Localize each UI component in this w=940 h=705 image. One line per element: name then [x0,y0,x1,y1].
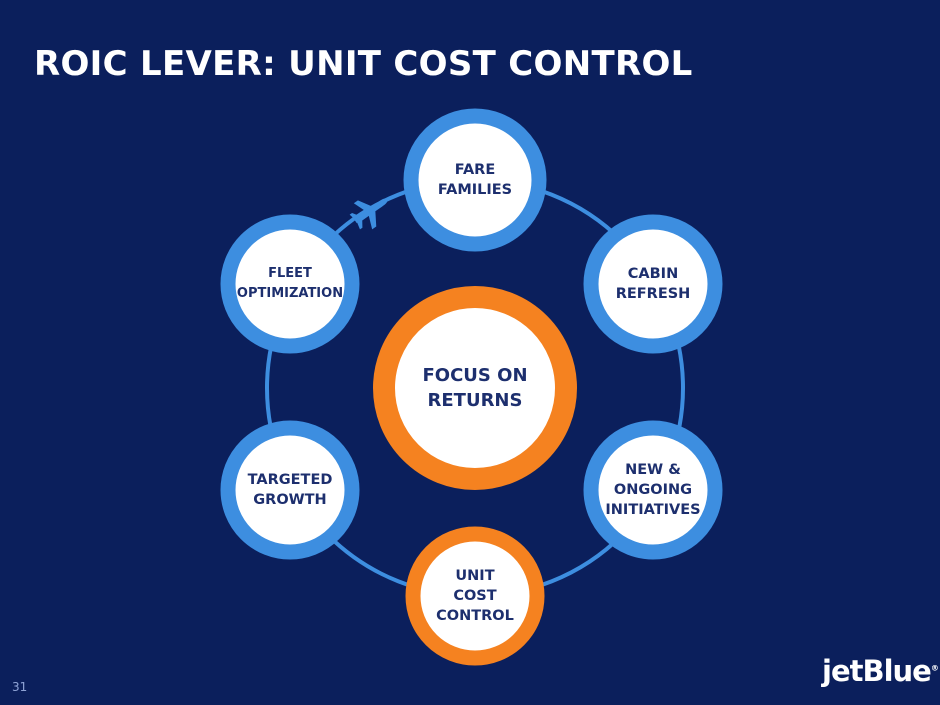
node-line: CABIN [627,266,679,282]
node-line: ONGOING [613,482,693,498]
node-line: CONTROL [436,608,514,624]
node-circle-unit-cost-control [405,526,545,666]
jetblue-logo: jetBlue® [822,654,939,688]
node-line: TARGETED [247,472,333,488]
node-circle-fare-families [403,108,547,252]
node-line: FLEET [268,266,312,281]
node-line: NEW & [625,462,681,478]
node-line: FAMILIES [437,182,513,198]
page-number: 31 [12,680,28,694]
center-line: FOCUS ON [422,365,528,386]
node-line: REFRESH [615,286,691,302]
center-label: FOCUS ON RETURNS [395,348,555,428]
node-circle-cabin-refresh [583,214,723,354]
node-line: FARE [454,162,496,178]
node-new-initiatives: NEW & ONGOING INITIATIVES [588,455,718,525]
node-targeted-growth: TARGETED GROWTH [225,460,355,520]
node-line: UNIT [455,568,495,584]
logo-text: jetBlue [822,654,932,688]
slide-title: ROIC LEVER: UNIT COST CONTROL [34,44,693,84]
airplane-icon [349,198,388,230]
node-line: INITIATIVES [605,502,701,518]
node-circle-targeted-growth [220,420,360,560]
node-line: GROWTH [253,492,327,508]
node-fleet-optimization: FLEET OPTIMIZATION [220,254,360,314]
node-line: OPTIMIZATION [236,286,344,301]
node-cabin-refresh: CABIN REFRESH [593,254,713,314]
node-line: COST [453,588,497,604]
node-circle-new-initiatives [583,420,723,560]
node-unit-cost-control: UNIT COST CONTROL [415,561,535,631]
center-circle [373,286,577,490]
center-line: RETURNS [427,390,523,411]
node-circle-fleet-optimization [220,214,360,354]
node-fare-families: FARE FAMILIES [415,150,535,210]
